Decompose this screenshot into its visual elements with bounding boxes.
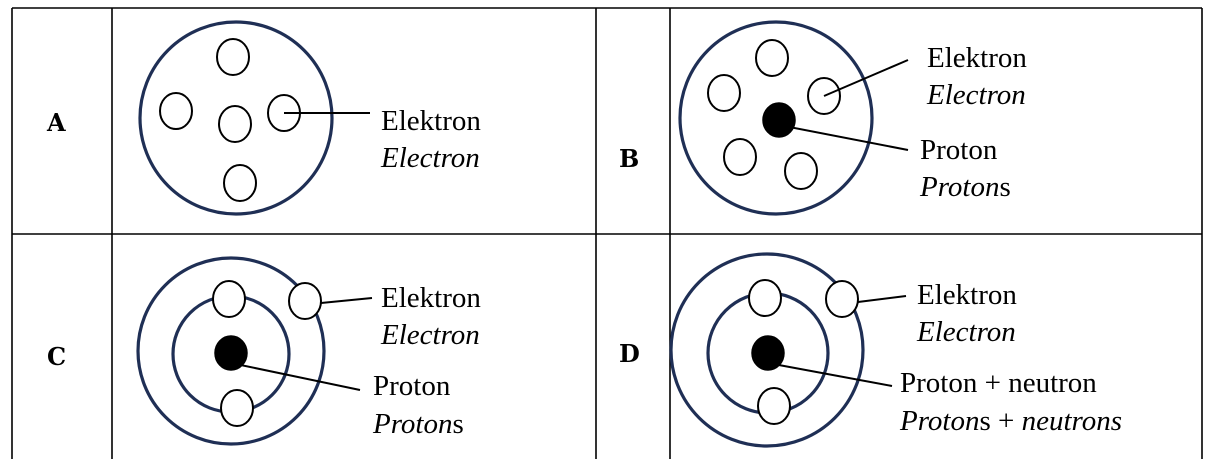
electron [723, 138, 757, 176]
electron-pointer-line [823, 59, 909, 97]
electron [784, 152, 818, 190]
table-grid [11, 7, 1203, 459]
electron-label-en: Electron [380, 319, 480, 351]
electron [216, 38, 250, 76]
electron-pointer-line [857, 295, 907, 303]
electron [825, 280, 859, 318]
electron [757, 387, 791, 425]
option-letter: D [619, 339, 640, 368]
electron-label-ms: Elektron [917, 279, 1017, 311]
electron [755, 39, 789, 77]
electron-label-ms: Elektron [381, 282, 481, 314]
nucleus [751, 335, 785, 371]
nucleus [214, 335, 248, 371]
nucleus-label-en: Protons + neutrons [899, 405, 1122, 437]
option-letter: A [46, 108, 66, 137]
nucleus-label-ms: Proton + neutron [900, 367, 1097, 399]
nucleus-label-en: Protons [919, 171, 1011, 203]
atom-model-b [678, 20, 874, 216]
electron [223, 164, 257, 202]
nucleus-label-ms: Proton [920, 134, 998, 166]
electron-label-ms: Elektron [927, 42, 1027, 74]
electron [159, 92, 193, 130]
option-letter: B [619, 144, 639, 173]
atom-model-a [138, 20, 334, 216]
electron-label-en: Electron [380, 142, 480, 174]
nucleus-pointer-line [778, 124, 909, 151]
electron-label-en: Electron [916, 316, 1016, 348]
atom-model-c [136, 256, 326, 446]
nucleus-label-ms: Proton [373, 370, 451, 402]
electron [220, 389, 254, 427]
option-c: C Elektron Electron Proton Protons [47, 256, 481, 446]
option-b: B Elektron Electron Proton Protons [619, 20, 1027, 216]
electron [748, 279, 782, 317]
option-a: A Elektron Electron [46, 20, 481, 216]
nucleus-pointer-line [767, 362, 893, 387]
nucleus-label-en: Protons [372, 408, 464, 440]
option-d: D Elektron Electron Proton + neutron Pro… [619, 252, 1122, 448]
electron-label-en: Electron [926, 79, 1026, 111]
electron [707, 74, 741, 112]
electron [218, 105, 252, 143]
electron [288, 282, 322, 320]
electron [212, 280, 246, 318]
nucleus [762, 102, 796, 138]
atom-model-d [669, 252, 865, 448]
electron-pointer-line [320, 297, 373, 304]
option-letter: C [47, 342, 66, 371]
nucleus-pointer-line [230, 362, 361, 391]
electron-label-ms: Elektron [381, 105, 481, 137]
